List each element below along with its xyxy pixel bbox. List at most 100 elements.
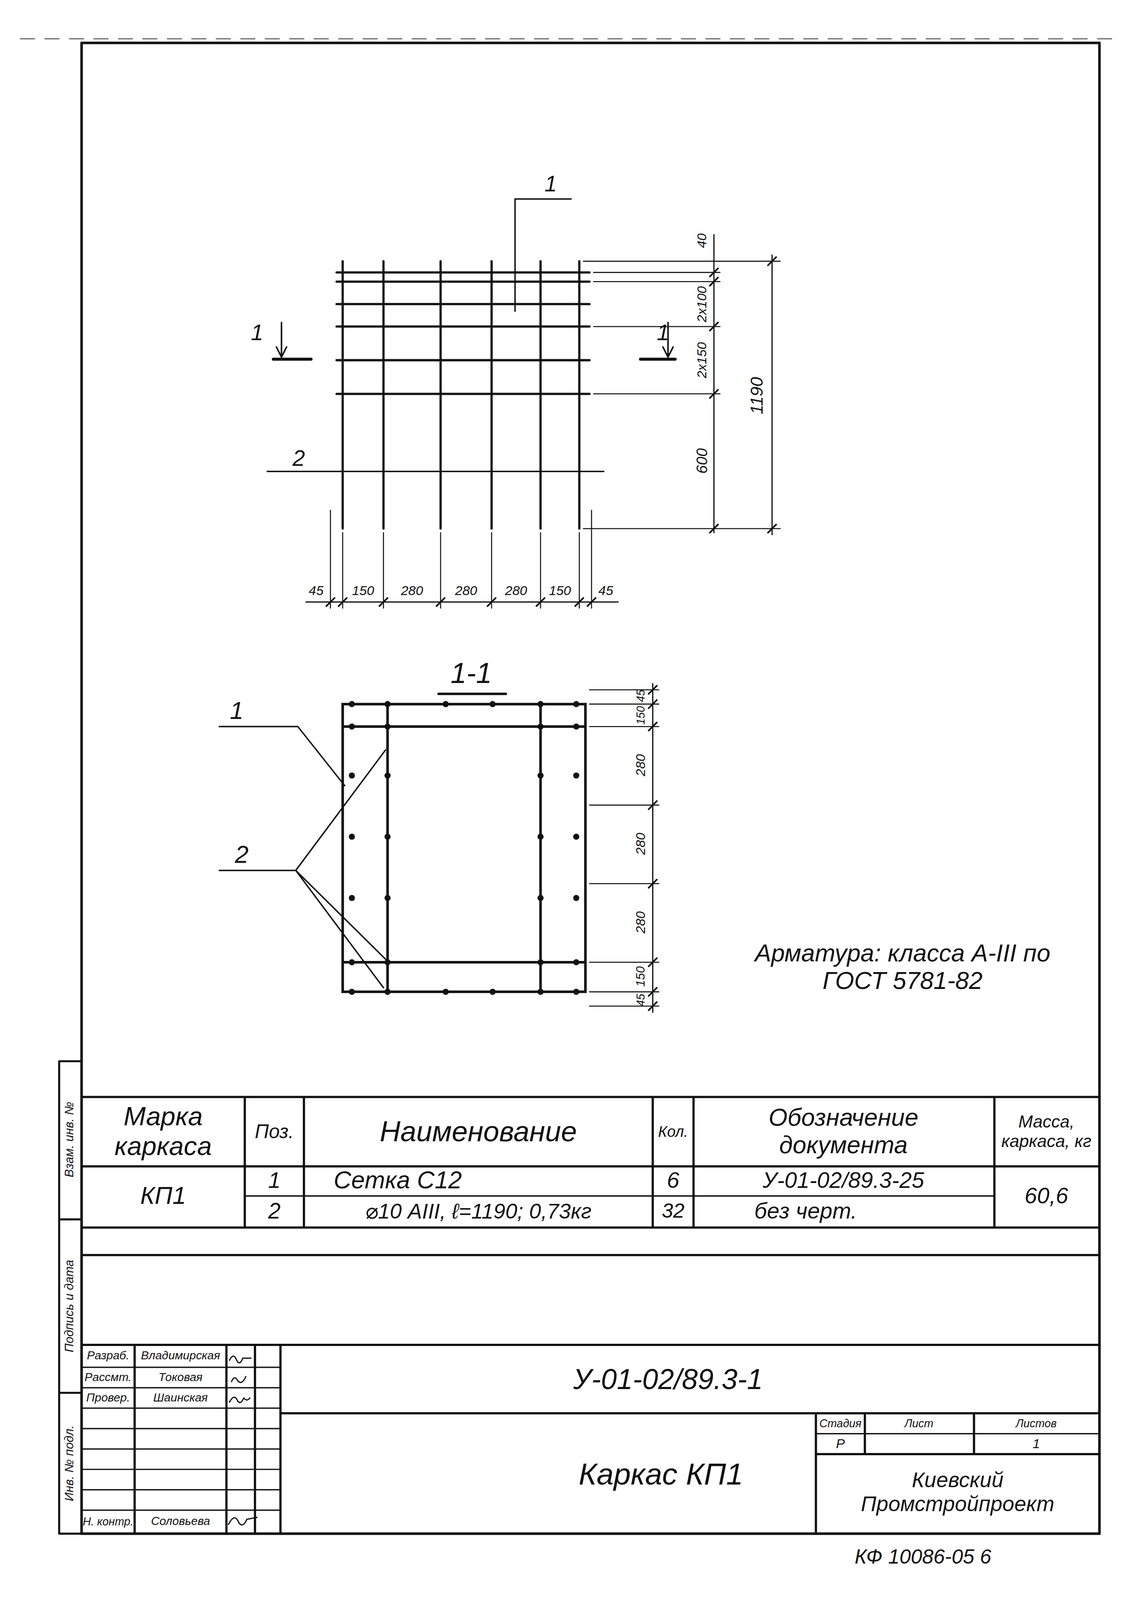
title-block-cell: Владимирская <box>140 1349 220 1363</box>
dimension: 150 <box>548 583 571 598</box>
section-dimension-ticks <box>648 685 657 1010</box>
bar-dot <box>573 723 580 730</box>
bar-dot <box>442 700 449 708</box>
section-title: 1-1 <box>450 657 492 689</box>
leader-position-2 <box>267 470 604 472</box>
section-mark-number: 1 <box>656 320 669 346</box>
leader-bars <box>219 749 386 988</box>
section-arrows <box>276 322 674 357</box>
bar-dot <box>537 771 544 779</box>
margin-strip <box>59 1060 82 1534</box>
signature-scribbles <box>228 1355 258 1525</box>
bar-dot <box>348 700 356 708</box>
dimension: 280 <box>455 583 478 598</box>
dimension: 40 <box>694 233 709 249</box>
dimension: 45 <box>634 689 647 702</box>
dimension: 280 <box>505 583 528 598</box>
bar-dot <box>537 723 544 730</box>
bar-dot <box>573 958 580 966</box>
title-block-cell: Листов <box>1015 1416 1057 1429</box>
bar-dot <box>537 833 544 840</box>
sheet-frame <box>81 43 1100 1534</box>
title-block-grid <box>81 1344 1100 1534</box>
table-header: Масса, каркаса, кг <box>997 1111 1095 1151</box>
dimension: 150 <box>633 965 648 987</box>
table-cell: 2 <box>268 1198 281 1224</box>
mesh-layers <box>336 272 590 394</box>
bar-dot <box>384 723 391 730</box>
bar-dot <box>442 988 449 995</box>
bar-dot <box>348 894 356 901</box>
bar-dot <box>573 988 580 995</box>
bar-dot <box>537 988 544 995</box>
table-cell: ⌀10 АIII, ℓ=1190; 0,73кг <box>365 1198 592 1223</box>
note: Арматура: класса А-III по ГОСТ 5781-82 <box>744 939 1061 995</box>
margin-field: Взам. инв. № <box>62 1101 77 1177</box>
bar-dot <box>489 988 496 995</box>
dimension-lines <box>305 234 772 602</box>
title-block-cell: Р <box>835 1435 845 1451</box>
table-header: Кол. <box>657 1122 689 1140</box>
dimension: 280 <box>633 753 648 776</box>
bar-dot <box>384 833 391 840</box>
archive-number: КФ 10086-05 6 <box>854 1544 992 1568</box>
section-view <box>219 683 659 1013</box>
drawing-name: Каркас КП1 <box>578 1456 744 1491</box>
dimension: 2х100 <box>694 285 709 322</box>
section-extension-lines <box>589 689 659 1006</box>
title-block-cell: Лист <box>904 1416 934 1429</box>
title-block-cell: Соловьева <box>150 1514 210 1528</box>
dimension: 1190 <box>747 376 767 415</box>
bar-dot <box>384 958 391 966</box>
table-cell: без черт. <box>754 1198 857 1224</box>
page-edge <box>20 38 1122 40</box>
elevation-view <box>267 198 781 694</box>
sheet-lines <box>20 38 1122 1533</box>
title-block-cell: Провер. <box>86 1390 130 1405</box>
section-mark <box>273 357 676 361</box>
table-cell: Сетка С12 <box>333 1166 463 1194</box>
dimension: 280 <box>633 910 648 934</box>
title-block-cell: Н. контр. <box>83 1514 134 1527</box>
bar-dot <box>573 700 580 708</box>
spec-table-grid <box>81 1096 1100 1255</box>
title-block-cell: Рассмт. <box>84 1370 132 1384</box>
bar-dot <box>489 700 496 708</box>
section-mark-number: 1 <box>250 320 264 346</box>
callout-number: 1 <box>544 170 558 197</box>
bar-dot <box>537 700 544 708</box>
dimension: 150 <box>634 705 647 725</box>
bar-dot <box>348 833 356 840</box>
table-cell: КП1 <box>140 1181 187 1210</box>
title-block-cell: Шаинская <box>153 1390 208 1405</box>
dimension-ticks <box>326 257 776 606</box>
bar-dot <box>573 894 580 901</box>
dimension: 150 <box>352 583 375 598</box>
leader-position-1 <box>514 198 571 312</box>
bar-dot <box>573 833 580 840</box>
table-header: Поз. <box>254 1120 294 1142</box>
title-block-cell: Токовая <box>158 1370 203 1384</box>
bar-dot <box>348 771 356 779</box>
bar-dot <box>537 894 544 901</box>
title-block-cell: Разраб. <box>87 1349 130 1363</box>
spec-table-row-line <box>244 1194 995 1196</box>
dimension: 45 <box>634 993 647 1006</box>
callout-number: 1 <box>229 696 244 725</box>
bar-dot <box>384 771 391 779</box>
bar-dot <box>537 958 544 966</box>
section-title-underline <box>438 692 507 696</box>
table-cell: У-01-02/89.3-25 <box>762 1167 925 1193</box>
callout-number: 2 <box>234 840 249 869</box>
table-cell: 6 <box>666 1167 680 1193</box>
bar-dot <box>384 894 391 901</box>
bar-dot <box>573 771 580 779</box>
dimension: 280 <box>633 832 648 855</box>
dimension: 45 <box>308 583 324 598</box>
table-header: Марка каркаса <box>86 1101 240 1161</box>
bar-dot <box>384 700 391 708</box>
bar-dot <box>348 988 356 995</box>
bar-dot <box>348 723 356 730</box>
dimension: 280 <box>400 583 424 598</box>
